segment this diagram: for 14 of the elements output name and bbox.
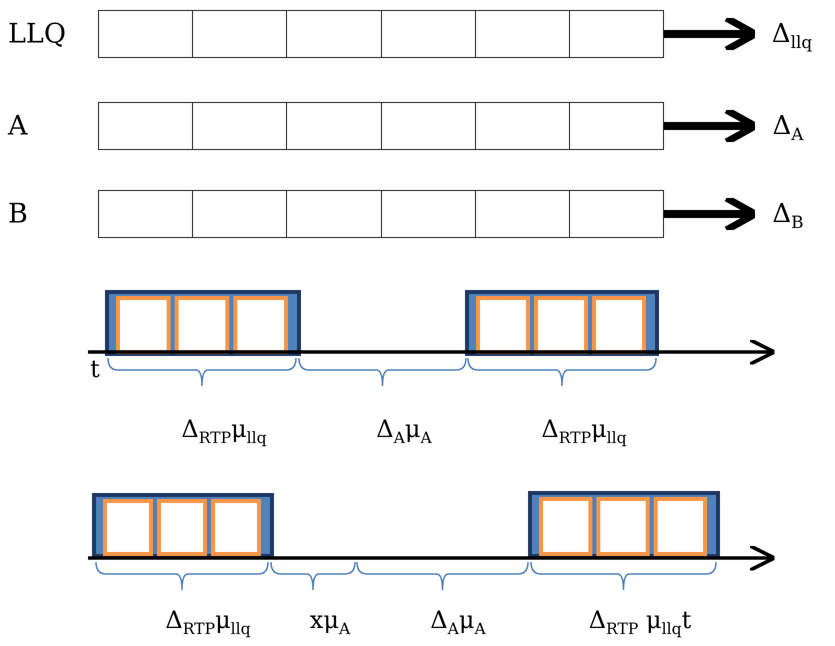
queue-label: B (8, 198, 28, 230)
queue-label: A (8, 110, 28, 142)
delay-label: Δ$_{B}$ (752, 190, 824, 238)
duration-label: Δ$_{RTP}$μ$_{llq}$ (541, 415, 627, 447)
duration-label: Δ$_{RTP}$μ$_{llq}$ (165, 606, 251, 638)
delay-label: Δ$_{A}$ (752, 102, 824, 150)
duration-label: Δ$_{RTP}$μ$_{llq}$ (181, 415, 267, 447)
duration-label: Δ$_{RTP}$ μ$_{llq}$t (588, 606, 692, 638)
duration-label: xμ$_{A}$ (310, 606, 350, 638)
queue-label: LLQ (8, 18, 66, 50)
time-label: t (90, 355, 100, 383)
duration-label: Δ$_{A}$μ$_{A}$ (376, 415, 432, 447)
duration-label: Δ$_{A}$μ$_{A}$ (430, 606, 486, 638)
delay-label: Δ$_{llq}$ (752, 10, 832, 58)
